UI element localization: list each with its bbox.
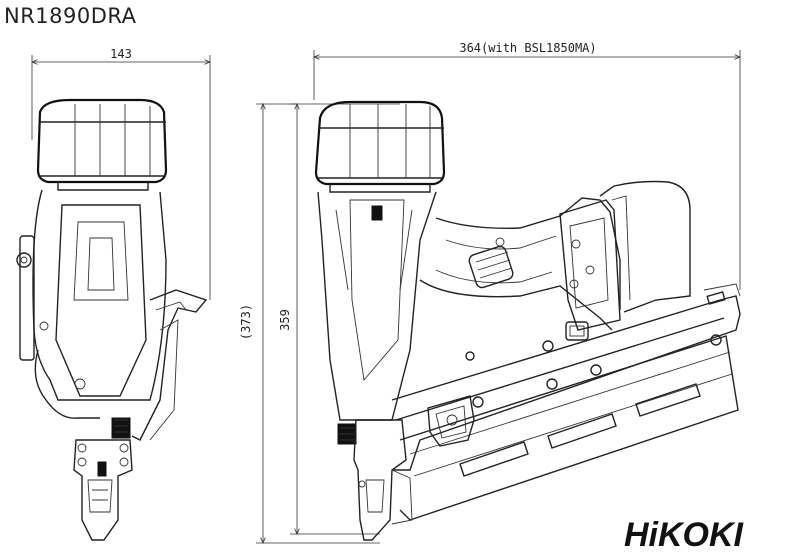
magazine bbox=[391, 283, 741, 521]
front-view bbox=[16, 98, 208, 541]
dimension-height-label: 359 bbox=[278, 309, 292, 331]
side-nose bbox=[337, 419, 413, 541]
grip-pattern bbox=[468, 237, 514, 289]
dimension-height: 359 bbox=[278, 104, 400, 534]
dimension-width-label: 143 bbox=[110, 47, 132, 61]
brand-logo-text: HiKOKI bbox=[624, 516, 745, 553]
model-title: NR1890DRA bbox=[4, 4, 137, 28]
dimension-width: 143 bbox=[32, 47, 210, 300]
dimension-height-alt: (373) bbox=[239, 104, 380, 543]
pusher-latch bbox=[427, 395, 475, 447]
dimension-length: 364(with BSL1850MA) bbox=[314, 41, 740, 290]
dimension-length-label: 364(with BSL1850MA) bbox=[459, 41, 596, 55]
side-view bbox=[314, 100, 741, 541]
battery bbox=[559, 180, 691, 341]
dimension-height-alt-label: (373) bbox=[239, 304, 253, 340]
brand-logo: HiKOKI bbox=[624, 516, 745, 553]
